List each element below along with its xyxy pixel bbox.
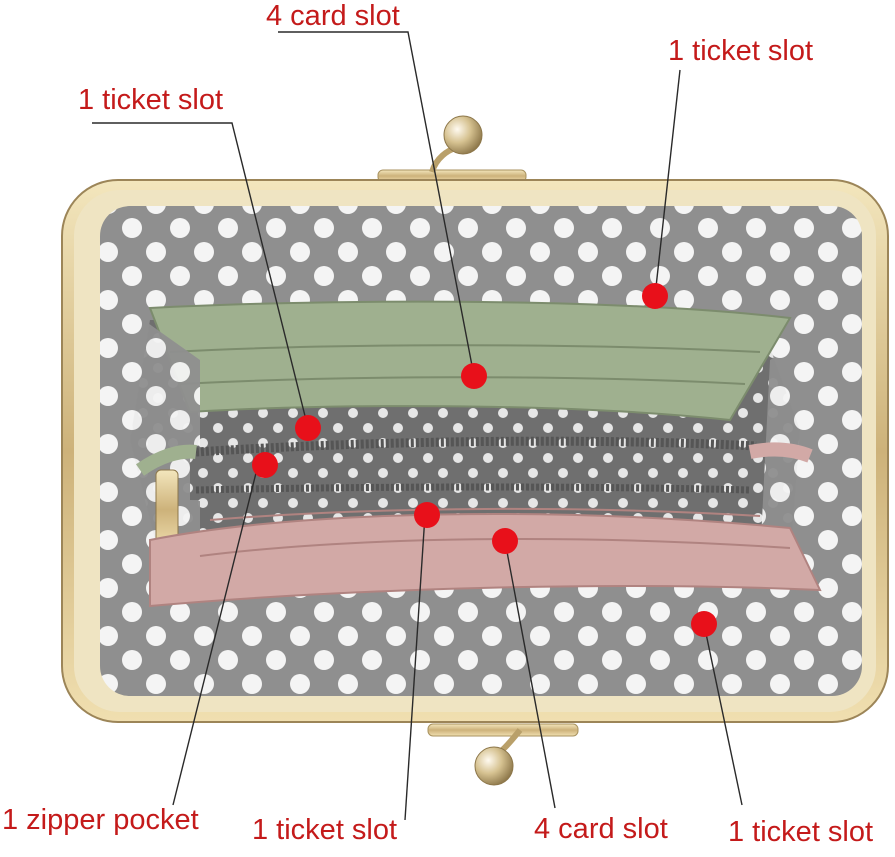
marker-bottom-card-slot: [492, 528, 518, 554]
label-top-card-slot: 4 card slot: [266, 0, 400, 32]
label-top-left-ticket-slot: 1 ticket slot: [78, 84, 224, 116]
label-top-right-ticket-slot: 1 ticket slot: [668, 35, 814, 67]
green-card-slots: [148, 300, 792, 422]
slot-markers: [252, 283, 717, 637]
top-clasp: [377, 115, 527, 183]
pink-card-slots: [149, 507, 822, 608]
bottom-clasp: [427, 723, 579, 786]
leader-lines: [92, 31, 743, 821]
label-center-ticket-slot: 1 ticket slot: [252, 814, 398, 846]
zipper-pocket: [135, 436, 813, 551]
marker-zipper-pocket: [252, 452, 278, 478]
label-bottom-right-ticket-slot: 1 ticket slot: [728, 816, 874, 848]
marker-top-card-slot: [461, 363, 487, 389]
marker-center-ticket: [414, 502, 440, 528]
label-bottom-card-slot: 4 card slot: [534, 813, 668, 845]
marker-bottom-right-ticket: [691, 611, 717, 637]
marker-top-right-ticket: [642, 283, 668, 309]
marker-top-left-ticket: [295, 415, 321, 441]
label-zipper-pocket: 1 zipper pocket: [2, 804, 199, 836]
